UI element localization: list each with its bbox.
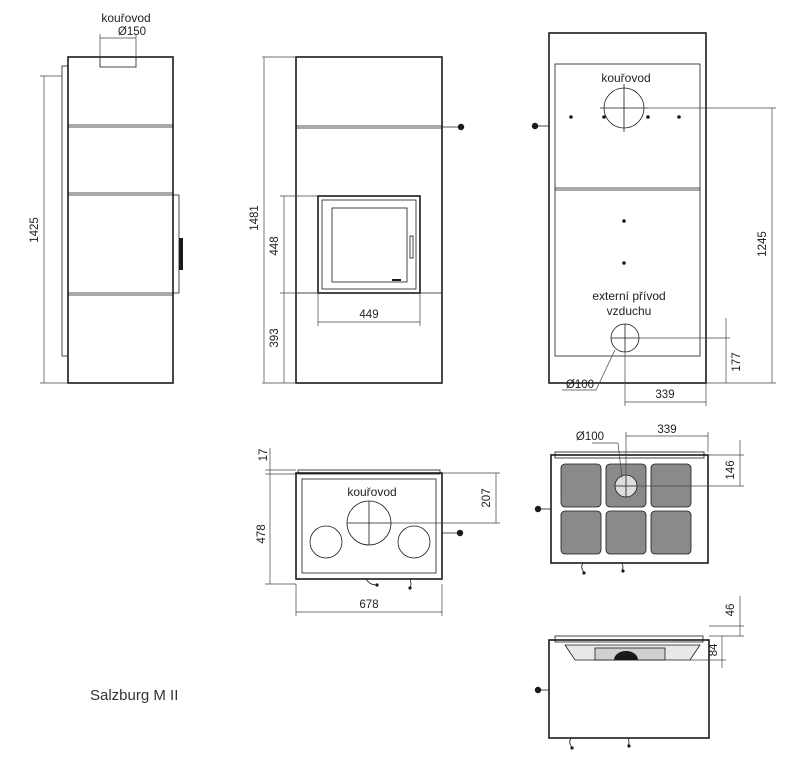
flue-outlet-top bbox=[99, 56, 137, 68]
plan-circle-right bbox=[397, 525, 431, 559]
bottom-knob bbox=[534, 505, 542, 513]
front-door-handle bbox=[409, 235, 414, 259]
air-inlet-diameter-dim: Ø100 bbox=[566, 379, 594, 391]
plan-depth-dim: 478 bbox=[256, 524, 268, 543]
glass-height-dim: 448 bbox=[269, 236, 281, 255]
side-view: kouřovod Ø150 1425 bbox=[29, 11, 183, 384]
bottom-air-offset-dim: 339 bbox=[657, 424, 676, 436]
front-glass bbox=[331, 207, 408, 283]
bottom-air-depth-dim: 146 bbox=[725, 460, 737, 479]
front-view: 1481 448 393 449 bbox=[249, 56, 465, 384]
side-back-strip bbox=[61, 65, 69, 357]
lower-body bbox=[548, 639, 710, 739]
plan-top-offset-dim: 17 bbox=[258, 449, 270, 462]
side-height-dim: 1425 bbox=[29, 217, 41, 243]
back-body bbox=[548, 32, 707, 384]
front-knob bbox=[457, 123, 465, 131]
side-door-frame bbox=[172, 194, 180, 294]
back-knob bbox=[531, 122, 539, 130]
plan-body bbox=[295, 472, 443, 580]
air-inlet-offset-dim: 339 bbox=[655, 389, 674, 401]
bottom-view: Ø100 339 146 bbox=[534, 424, 744, 575]
plan-circle-left bbox=[309, 525, 343, 559]
lower-knob bbox=[534, 686, 542, 694]
plan-view: kouřovod 17 478 207 678 bbox=[256, 448, 500, 616]
external-air-label-2: vzduchu bbox=[607, 304, 652, 318]
back-flue-label: kouřovod bbox=[601, 71, 650, 85]
lower-offset-a-dim: 46 bbox=[725, 604, 737, 617]
front-logo bbox=[392, 279, 401, 281]
side-body bbox=[67, 56, 174, 384]
glass-width-dim: 449 bbox=[359, 309, 378, 321]
flue-diameter-dim: Ø150 bbox=[118, 26, 146, 38]
lower-view: 46 84 bbox=[534, 596, 744, 750]
back-flue-height-dim: 1245 bbox=[757, 231, 769, 257]
bottom-cells bbox=[560, 463, 692, 555]
back-view: kouřovod externí přívod vzduchu 1245 177… bbox=[531, 32, 776, 406]
plan-knob bbox=[456, 529, 464, 537]
model-title: Salzburg M II bbox=[90, 687, 178, 704]
base-height-dim: 393 bbox=[269, 328, 281, 347]
external-air-label-1: externí přívod bbox=[592, 289, 665, 303]
lower-flue-half bbox=[614, 651, 638, 660]
air-inlet-height-dim: 177 bbox=[731, 352, 743, 371]
plan-flue-label: kouřovod bbox=[347, 485, 396, 499]
lower-offset-b-dim: 84 bbox=[708, 643, 720, 656]
front-body bbox=[295, 56, 443, 384]
plan-flue-offset-dim: 207 bbox=[481, 488, 493, 507]
bottom-air-diameter-dim: Ø100 bbox=[576, 431, 604, 443]
plan-width-dim: 678 bbox=[359, 599, 378, 611]
flue-top-label: kouřovod bbox=[101, 11, 150, 25]
side-door-handle bbox=[179, 238, 183, 270]
front-height-dim: 1481 bbox=[249, 205, 261, 231]
front-door bbox=[317, 195, 421, 294]
